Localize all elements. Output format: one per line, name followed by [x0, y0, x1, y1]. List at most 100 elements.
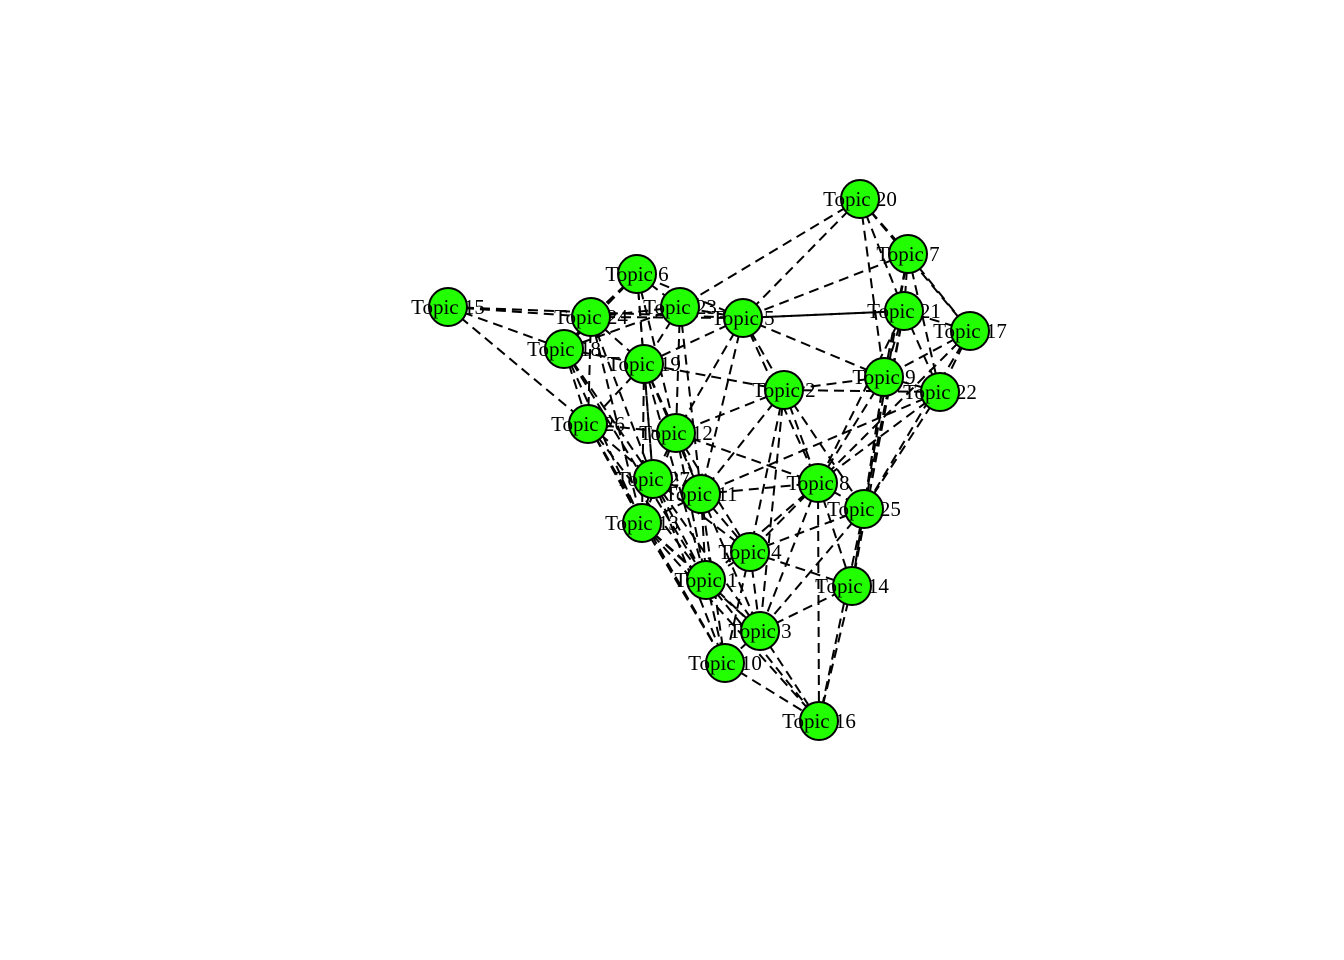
- node-label: Topic 3: [728, 619, 791, 643]
- node-circle: [799, 701, 839, 741]
- edge-topic-19-topic-1: [643, 363, 707, 581]
- node-circle: [884, 291, 924, 331]
- edge-topic-12-topic-8: [675, 432, 819, 484]
- node-label: Topic 16: [782, 709, 856, 733]
- node-topic-27: Topic 27: [616, 459, 690, 499]
- edge-topic-22-topic-2: [783, 389, 941, 393]
- edge-topic-22-topic-25: [863, 391, 941, 510]
- edge-topic-5-topic-11: [700, 317, 744, 495]
- edge-topic-20-topic-23: [679, 198, 861, 308]
- node-topic-10: Topic 10: [688, 643, 762, 683]
- node-label: Topic 24: [554, 305, 628, 329]
- node-topic-22: Topic 22: [903, 372, 977, 412]
- node-label: Topic 12: [639, 421, 713, 445]
- node-circle: [568, 404, 608, 444]
- edge-topic-20-topic-21: [859, 198, 905, 312]
- edge-topic-18-topic-27: [563, 348, 654, 480]
- node-label: Topic 2: [752, 378, 815, 402]
- node-topic-26: Topic 26: [551, 404, 625, 444]
- node-circle: [622, 503, 662, 543]
- node-circle: [571, 297, 611, 337]
- node-label: Topic 11: [665, 482, 738, 506]
- node-circle: [888, 234, 928, 274]
- node-circle: [764, 370, 804, 410]
- node-label: Topic 27: [616, 467, 690, 491]
- node-topic-25: Topic 25: [827, 489, 901, 529]
- edge-topic-13-topic-16: [641, 522, 820, 722]
- node-topic-2: Topic 2: [752, 370, 816, 410]
- node-topic-3: Topic 3: [728, 611, 792, 651]
- edge-topic-18-topic-1: [563, 348, 707, 581]
- node-circle: [617, 254, 657, 294]
- edge-topic-27-topic-4: [652, 478, 751, 553]
- node-circle: [840, 179, 880, 219]
- edge-topic-1-topic-3: [705, 579, 761, 632]
- node-topic-17: Topic 17: [933, 311, 1007, 351]
- node-topic-20: Topic 20: [823, 179, 897, 219]
- edge-layer: [447, 198, 971, 722]
- node-topic-4: Topic 4: [718, 532, 782, 572]
- edge-topic-2-topic-25: [783, 389, 865, 510]
- edge-topic-15-topic-18: [447, 306, 565, 350]
- edge-topic-9-topic-14: [851, 376, 885, 587]
- node-circle: [723, 298, 763, 338]
- edge-topic-21-topic-8: [817, 310, 905, 484]
- node-circle: [681, 474, 721, 514]
- edge-topic-1-topic-16: [705, 579, 820, 722]
- node-label: Topic 5: [711, 306, 774, 330]
- edge-topic-9-topic-5: [742, 317, 885, 378]
- edge-topic-5-topic-12: [675, 317, 744, 434]
- node-label: Topic 6: [605, 262, 668, 286]
- node-label: Topic 22: [903, 380, 977, 404]
- node-label: Topic 23: [643, 295, 717, 319]
- node-circle: [660, 287, 700, 327]
- node-topic-1: Topic 1: [674, 560, 738, 600]
- node-label: Topic 15: [411, 295, 485, 319]
- edge-topic-9-topic-8: [817, 376, 885, 484]
- edge-topic-20-topic-9: [859, 198, 885, 378]
- edge-topic-21-topic-14: [851, 310, 905, 587]
- node-circle: [624, 344, 664, 384]
- edge-topic-14-topic-16: [818, 585, 853, 722]
- node-label: Topic 21: [867, 299, 941, 323]
- edge-topic-5-topic-21: [742, 310, 905, 319]
- node-topic-14: Topic 14: [815, 566, 889, 606]
- node-label: Topic 4: [718, 540, 782, 564]
- node-topic-16: Topic 16: [782, 701, 856, 741]
- edge-topic-22-topic-8: [817, 391, 941, 484]
- edge-topic-11-topic-4: [700, 493, 751, 553]
- node-label: Topic 20: [823, 187, 897, 211]
- node-label: Topic 9: [852, 365, 915, 389]
- edge-topic-25-topic-16: [818, 508, 865, 722]
- node-label: Topic 14: [815, 574, 889, 598]
- edge-topic-8-topic-3: [759, 482, 819, 632]
- node-topic-24: Topic 24: [554, 297, 628, 337]
- edge-topic-17-topic-25: [863, 330, 971, 510]
- edge-topic-2-topic-3: [759, 389, 785, 632]
- node-label: Topic 26: [551, 412, 625, 436]
- node-topic-15: Topic 15: [411, 287, 485, 327]
- node-circle: [844, 489, 884, 529]
- edge-topic-12-topic-1: [675, 432, 707, 581]
- node-circle: [864, 357, 904, 397]
- edge-topic-7-topic-22: [907, 253, 941, 393]
- node-circle: [920, 372, 960, 412]
- edge-topic-24-topic-19: [590, 316, 645, 365]
- node-circle: [428, 287, 468, 327]
- node-circle: [705, 643, 745, 683]
- node-topic-23: Topic 23: [643, 287, 717, 327]
- edge-topic-25-topic-3: [759, 508, 865, 632]
- edge-topic-15-topic-26: [447, 306, 589, 425]
- edge-topic-19-topic-13: [641, 363, 645, 524]
- node-circle: [686, 560, 726, 600]
- node-label: Topic 13: [605, 511, 679, 535]
- edge-topic-25-topic-4: [749, 508, 865, 553]
- node-circle: [633, 459, 673, 499]
- node-label: Topic 25: [827, 497, 901, 521]
- edge-topic-13-topic-3: [641, 522, 761, 632]
- node-circle: [798, 463, 838, 503]
- node-topic-11: Topic 11: [665, 474, 738, 514]
- node-circle: [544, 329, 584, 369]
- edge-topic-7-topic-9: [883, 253, 909, 378]
- node-label: Topic 17: [933, 319, 1007, 343]
